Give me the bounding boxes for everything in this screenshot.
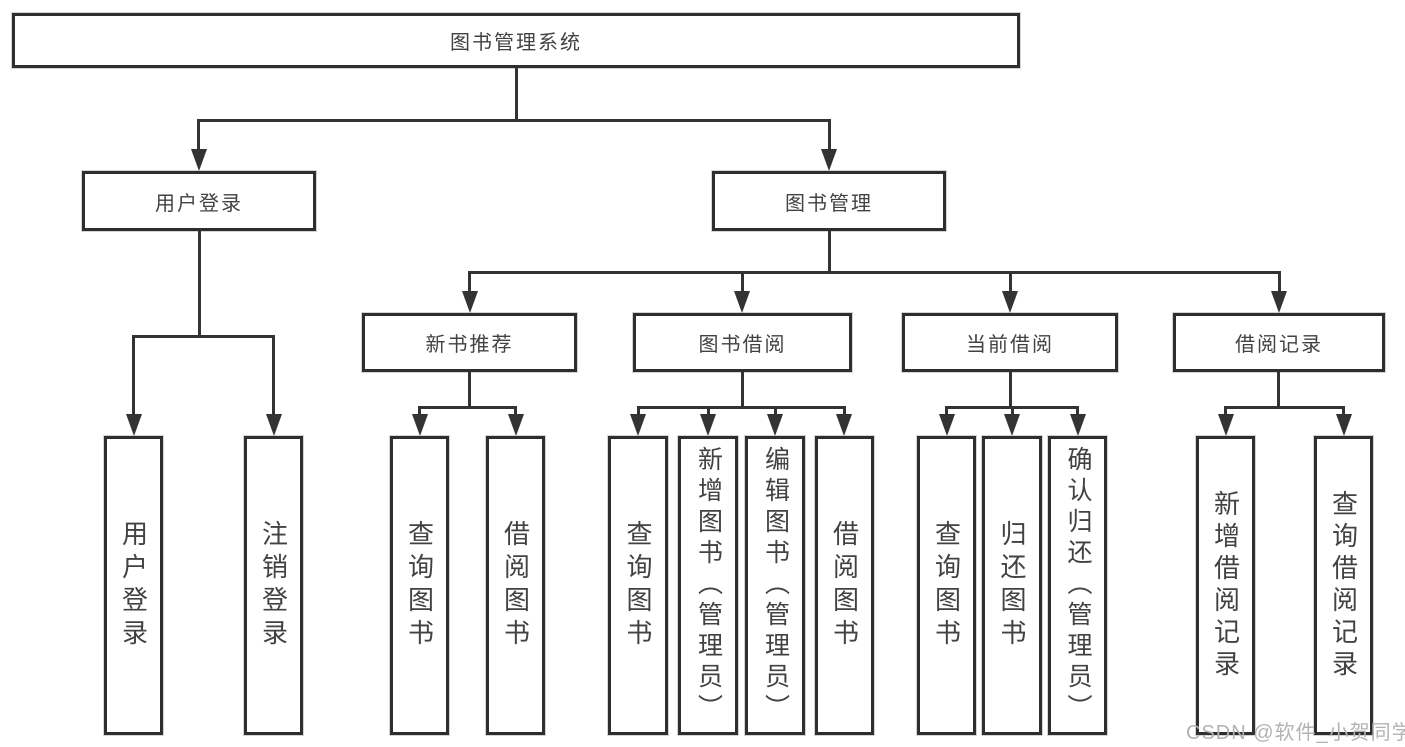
node-new-book-recommend: 新书推荐 <box>362 313 577 372</box>
node-label: 图书借阅 <box>698 334 787 356</box>
leaf-add-borrow-record: 新增借阅记录 <box>1196 436 1255 735</box>
arrowhead-down-icon <box>1336 414 1352 436</box>
connector-line <box>468 372 471 408</box>
node-label: 用户登录 <box>155 192 243 215</box>
node-label: 图书管理 <box>785 192 873 215</box>
arrowhead-down-icon <box>630 414 646 436</box>
connector-line <box>515 68 518 121</box>
arrowhead-down-icon <box>1002 291 1018 313</box>
node-book-borrow: 图书借阅 <box>633 313 852 372</box>
connector-line <box>828 231 831 273</box>
leaf-label: 新增借阅记录 <box>1210 489 1241 682</box>
leaf-query-books-recommend: 查询图书 <box>390 436 449 735</box>
connector-line <box>741 372 744 408</box>
connector-line <box>1277 372 1280 408</box>
arrowhead-down-icon <box>1070 414 1086 436</box>
leaf-borrow-books-recommend: 借阅图书 <box>486 436 545 735</box>
arrowhead-down-icon <box>1004 414 1020 436</box>
leaf-label: 确认归还（管理员） <box>1064 446 1092 725</box>
csdn-watermark: CSDN @软件_小贺同学 <box>1186 722 1405 744</box>
leaf-confirm-return-admin: 确认归还（管理员） <box>1048 436 1107 735</box>
connector-line <box>1278 271 1281 293</box>
arrowhead-down-icon <box>700 414 716 436</box>
node-current-borrow: 当前借阅 <box>902 313 1118 372</box>
connector-line <box>418 406 421 417</box>
connector-line <box>843 406 846 417</box>
connector-line <box>637 406 640 417</box>
leaf-label: 新增图书（管理员） <box>694 446 723 725</box>
connector-line <box>1342 406 1345 417</box>
arrowhead-down-icon <box>412 414 428 436</box>
arrowhead-down-icon <box>821 149 837 171</box>
connector-line <box>637 406 846 409</box>
arrowhead-down-icon <box>1218 414 1234 436</box>
connector-line <box>514 406 517 417</box>
connector-line <box>1009 372 1012 408</box>
connector-line <box>1009 271 1012 293</box>
connector-line <box>1224 406 1345 409</box>
arrowhead-down-icon <box>191 149 207 171</box>
connector-line <box>272 335 275 419</box>
node-label: 图书管理系统 <box>450 32 582 54</box>
connector-line <box>197 119 831 122</box>
connector-line <box>468 271 471 293</box>
arrowhead-down-icon <box>734 291 750 313</box>
leaf-borrow-books-borrow: 借阅图书 <box>815 436 874 735</box>
arrowhead-down-icon <box>462 291 478 313</box>
leaf-label: 查询图书 <box>623 519 653 652</box>
arrowhead-down-icon <box>939 414 955 436</box>
connector-line <box>707 406 710 417</box>
arrowhead-down-icon <box>767 414 783 436</box>
connector-line <box>132 335 135 419</box>
leaf-query-books-current: 查询图书 <box>917 436 976 735</box>
leaf-logout: 注销登录 <box>244 436 303 735</box>
leaf-label: 用户登录 <box>118 519 149 652</box>
connector-line <box>1224 406 1227 417</box>
leaf-add-books-admin: 新增图书（管理员） <box>678 436 738 735</box>
connector-line <box>198 231 201 337</box>
connector-line <box>1011 406 1014 417</box>
node-label: 借阅记录 <box>1235 334 1323 356</box>
leaf-label: 查询借阅记录 <box>1328 489 1359 682</box>
node-book-management: 图书管理 <box>712 171 946 231</box>
leaf-return-books: 归还图书 <box>982 436 1042 735</box>
node-label: 当前借阅 <box>966 334 1054 356</box>
arrowhead-down-icon <box>1271 291 1287 313</box>
node-root-library-system: 图书管理系统 <box>12 13 1020 68</box>
node-user-login: 用户登录 <box>82 171 316 231</box>
arrowhead-down-icon <box>836 414 852 436</box>
leaf-user-login: 用户登录 <box>104 436 163 735</box>
connector-line <box>418 406 517 409</box>
leaf-label: 编辑图书（管理员） <box>761 446 790 725</box>
connector-line <box>828 119 831 152</box>
leaf-label: 查询图书 <box>404 519 435 652</box>
connector-line <box>774 406 777 417</box>
connector-line <box>945 406 948 417</box>
connector-line <box>132 335 275 338</box>
connector-line <box>741 271 744 293</box>
leaf-label: 借阅图书 <box>829 519 860 652</box>
node-borrow-records: 借阅记录 <box>1173 313 1385 372</box>
arrowhead-down-icon <box>266 414 282 436</box>
connector-line <box>468 271 1281 274</box>
arrowhead-down-icon <box>126 414 142 436</box>
leaf-edit-books-admin: 编辑图书（管理员） <box>745 436 805 735</box>
arrowhead-down-icon <box>508 414 524 436</box>
leaf-label: 注销登录 <box>258 519 289 652</box>
connector-line <box>1076 406 1079 417</box>
leaf-label: 查询图书 <box>931 519 962 652</box>
connector-line <box>197 119 200 152</box>
leaf-label: 归还图书 <box>997 519 1027 652</box>
leaf-query-books-borrow: 查询图书 <box>608 436 668 735</box>
leaf-query-borrow-record: 查询借阅记录 <box>1314 436 1373 735</box>
node-label: 新书推荐 <box>425 334 514 356</box>
leaf-label: 借阅图书 <box>500 519 531 652</box>
